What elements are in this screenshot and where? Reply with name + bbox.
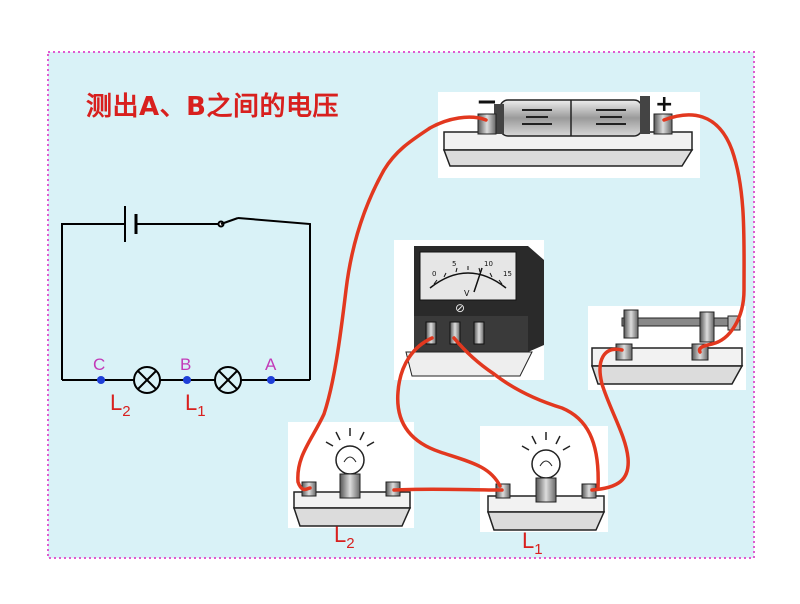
voltmeter-unit: V [464,289,470,298]
battery-right-clip [640,96,650,134]
voltmeter-terminal-3v [449,321,461,345]
bulb-l1-glass [531,449,561,479]
schematic-l2-label: L2 [110,390,131,420]
point-b-dot [183,376,191,384]
apparatus-l2-label: L2 [334,522,355,552]
wire-l2-to-l1 [392,487,504,492]
voltmeter-scale-5: 5 [452,260,456,268]
voltmeter-terminal-15v [473,321,485,345]
wire-battery-to-l2 [296,115,488,492]
battery-plus-sign: + [655,92,673,117]
bulb-l1-symbol [214,366,242,394]
voltmeter-scale-15: 15 [503,270,512,278]
bulb-l2-socket [339,473,361,499]
voltmeter-zero-adjust: ⊘ [455,301,465,315]
bulb-l1-socket [535,477,557,503]
schematic-top-wire [61,217,311,380]
voltmeter-needle [473,267,483,293]
wire-voltmeter-to-l2-b [395,336,502,488]
wire-voltmeter-to-l1-a [452,336,600,490]
voltmeter-scale-10: 10 [484,260,493,268]
wire-switch-to-l1 [590,347,630,492]
voltmeter-scale-0: 0 [432,270,436,278]
apparatus-l1-label: L1 [522,528,543,558]
page-title: 测出A、B之间的电压 [86,92,339,122]
bulb-l2-symbol [133,366,161,394]
connecting-wires [296,113,746,492]
switch-clip [699,311,715,343]
bulb-holder-l2 [288,422,414,528]
switch-blade-bar [621,317,741,327]
switch-terminal-left [615,343,633,361]
voltmeter-terminal-minus [425,321,437,345]
point-a-dot [267,376,275,384]
schematic-l1-label: L1 [185,390,206,420]
bulb-l2-glass [335,445,365,475]
point-c-label: C [93,355,105,374]
battery-minus-sign: − [476,87,498,117]
switch-blade [220,217,239,225]
wire-battery-to-switch [662,113,746,354]
battery-left-clip [494,104,504,134]
point-c-dot [97,376,105,384]
switch-hinge [623,309,639,339]
voltmeter: 0 5 10 15 V ⊘ [394,240,544,380]
bulb-holder-l1 [480,426,608,532]
point-b-label: B [180,355,191,374]
point-a-label: A [265,355,277,374]
battery-holder: − + [438,87,700,178]
